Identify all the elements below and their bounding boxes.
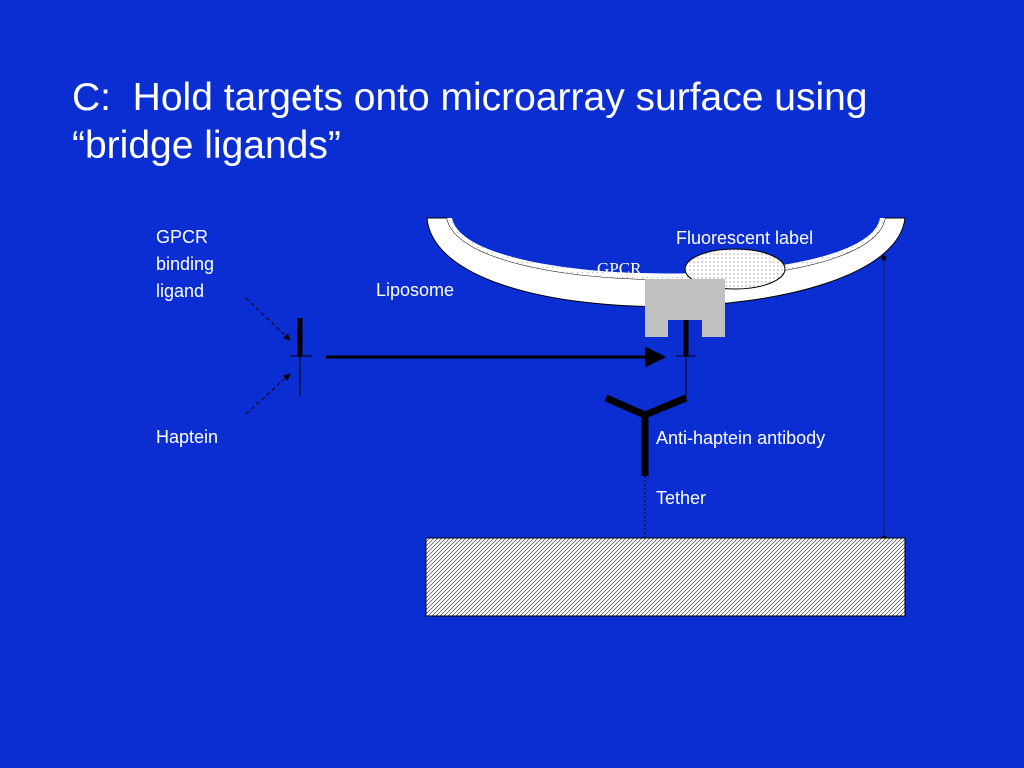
slide-title-line-2: “bridge ligands” xyxy=(72,124,341,167)
gpcr-label: GPCR xyxy=(597,259,642,278)
gpcr-binding-ligand-label-line-1: GPCR xyxy=(156,227,209,247)
anti-haptein-antibody-label: Anti-haptein antibody xyxy=(656,428,826,448)
haptein-label: Haptein xyxy=(156,427,219,447)
liposome-label: Liposome xyxy=(376,280,455,300)
ligand-pointer-arrow xyxy=(245,297,291,341)
anti-haptein-antibody-shape xyxy=(604,394,688,476)
gpcr-binding-ligand-label-line-3: ligand xyxy=(156,281,205,301)
slide-title: C: Hold targets onto microarray surface … xyxy=(72,74,972,170)
tether-label: Tether xyxy=(656,488,707,508)
gpcr-binding-ligand-label: GPCR binding ligand xyxy=(156,224,214,305)
haptein-pointer-arrow xyxy=(245,373,291,415)
gpcr-receptor-shape xyxy=(645,279,725,337)
fluorescent-label-label: Fluorescent label xyxy=(676,228,814,248)
microarray-surface xyxy=(425,537,906,617)
liposome-anchor-dot-top xyxy=(881,255,887,261)
slide-title-line-1: C: Hold targets onto microarray surface … xyxy=(72,76,868,119)
gpcr-binding-ligand-label-line-2: binding xyxy=(156,254,215,274)
